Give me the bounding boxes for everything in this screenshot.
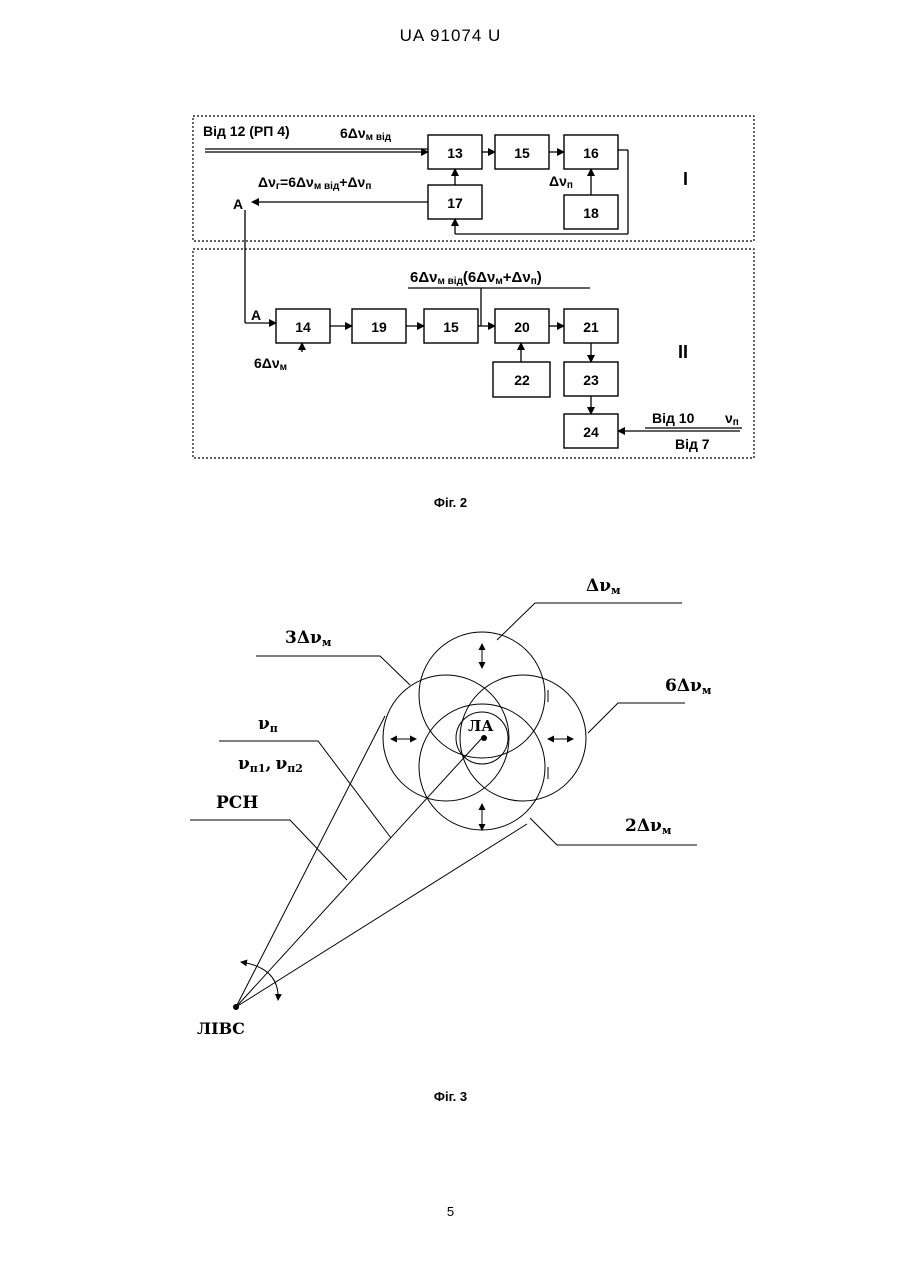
label-nu-p1-p2: νп1,νп2 bbox=[238, 754, 303, 775]
fig3-caption: Фіг. 3 bbox=[0, 1089, 901, 1104]
circle-right bbox=[460, 675, 586, 801]
label-la: ЛА bbox=[468, 717, 494, 735]
label-3dvm: 3Δνм bbox=[285, 628, 332, 649]
label-nu-p: νп bbox=[258, 714, 278, 735]
label-rsn: РСН bbox=[216, 793, 258, 813]
label-2dvm: 2Δνм bbox=[625, 816, 672, 837]
la-point bbox=[481, 735, 487, 741]
label-dvm: Δνм bbox=[586, 576, 621, 597]
libc-point bbox=[233, 1004, 239, 1010]
label-libc: ЛІВС bbox=[197, 1019, 245, 1038]
circle-left bbox=[383, 675, 509, 801]
label-6dvm: 6Δνм bbox=[665, 676, 712, 697]
page-number: 5 bbox=[0, 1204, 901, 1219]
